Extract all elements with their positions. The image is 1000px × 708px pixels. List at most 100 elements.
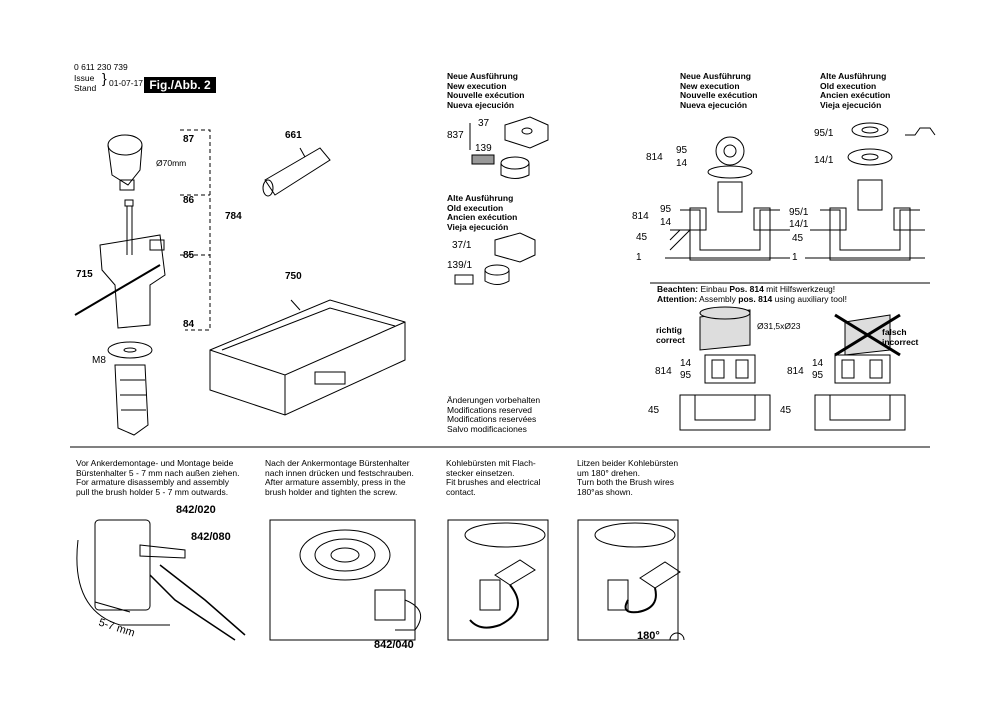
step2-l3: After armature assembly, press in the bbox=[265, 477, 406, 487]
note-attention: Attention: Assembly pos. 814 using auxil… bbox=[657, 294, 847, 305]
part-661: 661 bbox=[285, 130, 302, 141]
ro-en: Old execution bbox=[820, 80, 877, 91]
mid-new-execution: Neue Ausführung New execution Nouvelle e… bbox=[447, 71, 525, 110]
mid-old-execution: Alte Ausführung Old execution Ancien exé… bbox=[447, 193, 518, 232]
a-814: 814 bbox=[655, 366, 672, 377]
step2-l2: nach innen drücken und festschrauben. bbox=[265, 467, 414, 478]
step2-l4: brush holder and tighten the screw. bbox=[265, 486, 398, 497]
step4-l2: um 180° drehen. bbox=[577, 467, 640, 478]
right-new-execution: Neue Ausführung New execution Nouvelle e… bbox=[680, 71, 758, 110]
attention-label: Attention: bbox=[657, 294, 698, 304]
ro-de: Alte Ausführung bbox=[820, 71, 887, 81]
label-180deg: 180° bbox=[637, 630, 660, 642]
a-45: 45 bbox=[648, 405, 660, 416]
brace: } bbox=[102, 70, 107, 86]
mid-old-fr: Ancien exécution bbox=[447, 212, 518, 222]
step2-l1: Nach der Ankermontage Bürstenhalter bbox=[265, 458, 410, 468]
ro-95-1b: 95/1 bbox=[789, 207, 809, 218]
step4-l4: 180°as shown. bbox=[577, 486, 633, 497]
label-incorrect: incorrect bbox=[882, 337, 919, 347]
changes-notice: Änderungen vorbehalten Modifications res… bbox=[447, 395, 541, 434]
rn-es: Nueva ejecución bbox=[680, 99, 748, 110]
mid-new-de: Neue Ausführung bbox=[447, 71, 518, 81]
step4-l1: Litzen beider Kohlebürsten bbox=[577, 458, 679, 468]
rn-en: New execution bbox=[680, 80, 740, 91]
rn-814b: 814 bbox=[632, 211, 649, 222]
part-86: 86 bbox=[183, 195, 195, 206]
part-87: 87 bbox=[183, 134, 195, 145]
part-37: 37 bbox=[478, 118, 490, 129]
part-842-040: 842/040 bbox=[374, 639, 414, 651]
b-14: 14 bbox=[812, 358, 824, 369]
step3-l3: Fit brushes and electrical bbox=[446, 477, 541, 487]
part-842-080: 842/080 bbox=[191, 531, 231, 543]
rn-814: 814 bbox=[646, 152, 663, 163]
part-139-1: 139/1 bbox=[447, 260, 473, 271]
step3-text: Kohlebürsten mit Flach- stecker einsetze… bbox=[446, 458, 541, 497]
right-old-execution: Alte Ausführung Old execution Ancien exé… bbox=[820, 71, 891, 110]
rn-95b: 95 bbox=[660, 204, 672, 215]
issue-date: 01-07-17 bbox=[109, 78, 144, 88]
step1-text: Vor Ankerdemontage- und Montage beide Bü… bbox=[76, 458, 240, 497]
mid-old-en: Old execution bbox=[447, 202, 504, 213]
note-beachten: Beachten: Einbau Pos. 814 mit Hilfswerkz… bbox=[657, 284, 836, 295]
step1-l3: For armature disassembly and assembly bbox=[76, 477, 230, 487]
tool-dimensions: Ø31,5xØ23 bbox=[757, 321, 801, 331]
ro-45: 45 bbox=[792, 233, 804, 244]
attention-pre: Assembly bbox=[699, 294, 739, 304]
beachten-pre: Einbau bbox=[700, 284, 730, 294]
label-richtig: richtig bbox=[656, 325, 682, 335]
part-715: 715 bbox=[76, 269, 93, 280]
mid-new-fr: Nouvelle exécution bbox=[447, 90, 525, 100]
ro-1: 1 bbox=[792, 252, 798, 263]
beachten-label: Beachten: bbox=[657, 284, 699, 294]
rn-14b: 14 bbox=[660, 217, 672, 228]
step3-l4: contact. bbox=[446, 486, 476, 497]
mid-new-en: New execution bbox=[447, 80, 507, 91]
b-95: 95 bbox=[812, 370, 824, 381]
part-139: 139 bbox=[475, 143, 492, 154]
mid-old-de: Alte Ausführung bbox=[447, 193, 514, 203]
attention-post: using auxiliary tool! bbox=[772, 294, 847, 304]
part-number: 0 611 230 739 bbox=[74, 62, 128, 72]
rn-45: 45 bbox=[636, 232, 648, 243]
rn-14: 14 bbox=[676, 158, 688, 169]
changes-fr: Modifications reservées bbox=[447, 414, 537, 424]
ro-14-1b: 14/1 bbox=[789, 219, 809, 230]
rn-95: 95 bbox=[676, 145, 688, 156]
part-842-020: 842/020 bbox=[176, 504, 216, 516]
label-falsch: falsch bbox=[882, 327, 907, 337]
b-45: 45 bbox=[780, 405, 792, 416]
step1-l2: Bürstenhalter 5 - 7 mm nach außen ziehen… bbox=[76, 467, 240, 478]
ro-95-1: 95/1 bbox=[814, 128, 834, 139]
ro-fr: Ancien exécution bbox=[820, 90, 891, 100]
rn-fr: Nouvelle exécution bbox=[680, 90, 758, 100]
step1-l4: pull the brush holder 5 - 7 mm outwards. bbox=[76, 486, 229, 497]
part-784: 784 bbox=[225, 211, 242, 222]
issue-label: Issue bbox=[74, 73, 95, 83]
attention-pos: pos. 814 bbox=[738, 294, 773, 304]
mid-old-es: Vieja ejecución bbox=[447, 221, 509, 232]
step3-l2: stecker einsetzen. bbox=[446, 467, 515, 478]
part-84: 84 bbox=[183, 319, 195, 330]
beachten-pos: Pos. 814 bbox=[729, 284, 764, 294]
a-95: 95 bbox=[680, 370, 692, 381]
changes-de: Änderungen vorbehalten bbox=[447, 395, 541, 405]
stand-label: Stand bbox=[74, 83, 97, 93]
part-m8: M8 bbox=[92, 355, 106, 366]
rn-de: Neue Ausführung bbox=[680, 71, 751, 81]
part-37-1: 37/1 bbox=[452, 240, 472, 251]
ro-14-1: 14/1 bbox=[814, 155, 834, 166]
step2-text: Nach der Ankermontage Bürstenhalter nach… bbox=[265, 458, 414, 497]
step3-l1: Kohlebürsten mit Flach- bbox=[446, 458, 536, 468]
figure-tag: Fig./Abb. 2 bbox=[144, 77, 216, 93]
b-814: 814 bbox=[787, 366, 804, 377]
beachten-post: mit Hilfswerkzeug! bbox=[763, 284, 836, 294]
ro-es: Vieja ejecución bbox=[820, 99, 882, 110]
label-correct: correct bbox=[656, 335, 685, 345]
rn-1: 1 bbox=[636, 252, 642, 263]
step4-text: Litzen beider Kohlebürsten um 180° drehe… bbox=[577, 458, 679, 497]
changes-en: Modifications reserved bbox=[447, 404, 533, 415]
part-85: 85 bbox=[183, 250, 195, 261]
